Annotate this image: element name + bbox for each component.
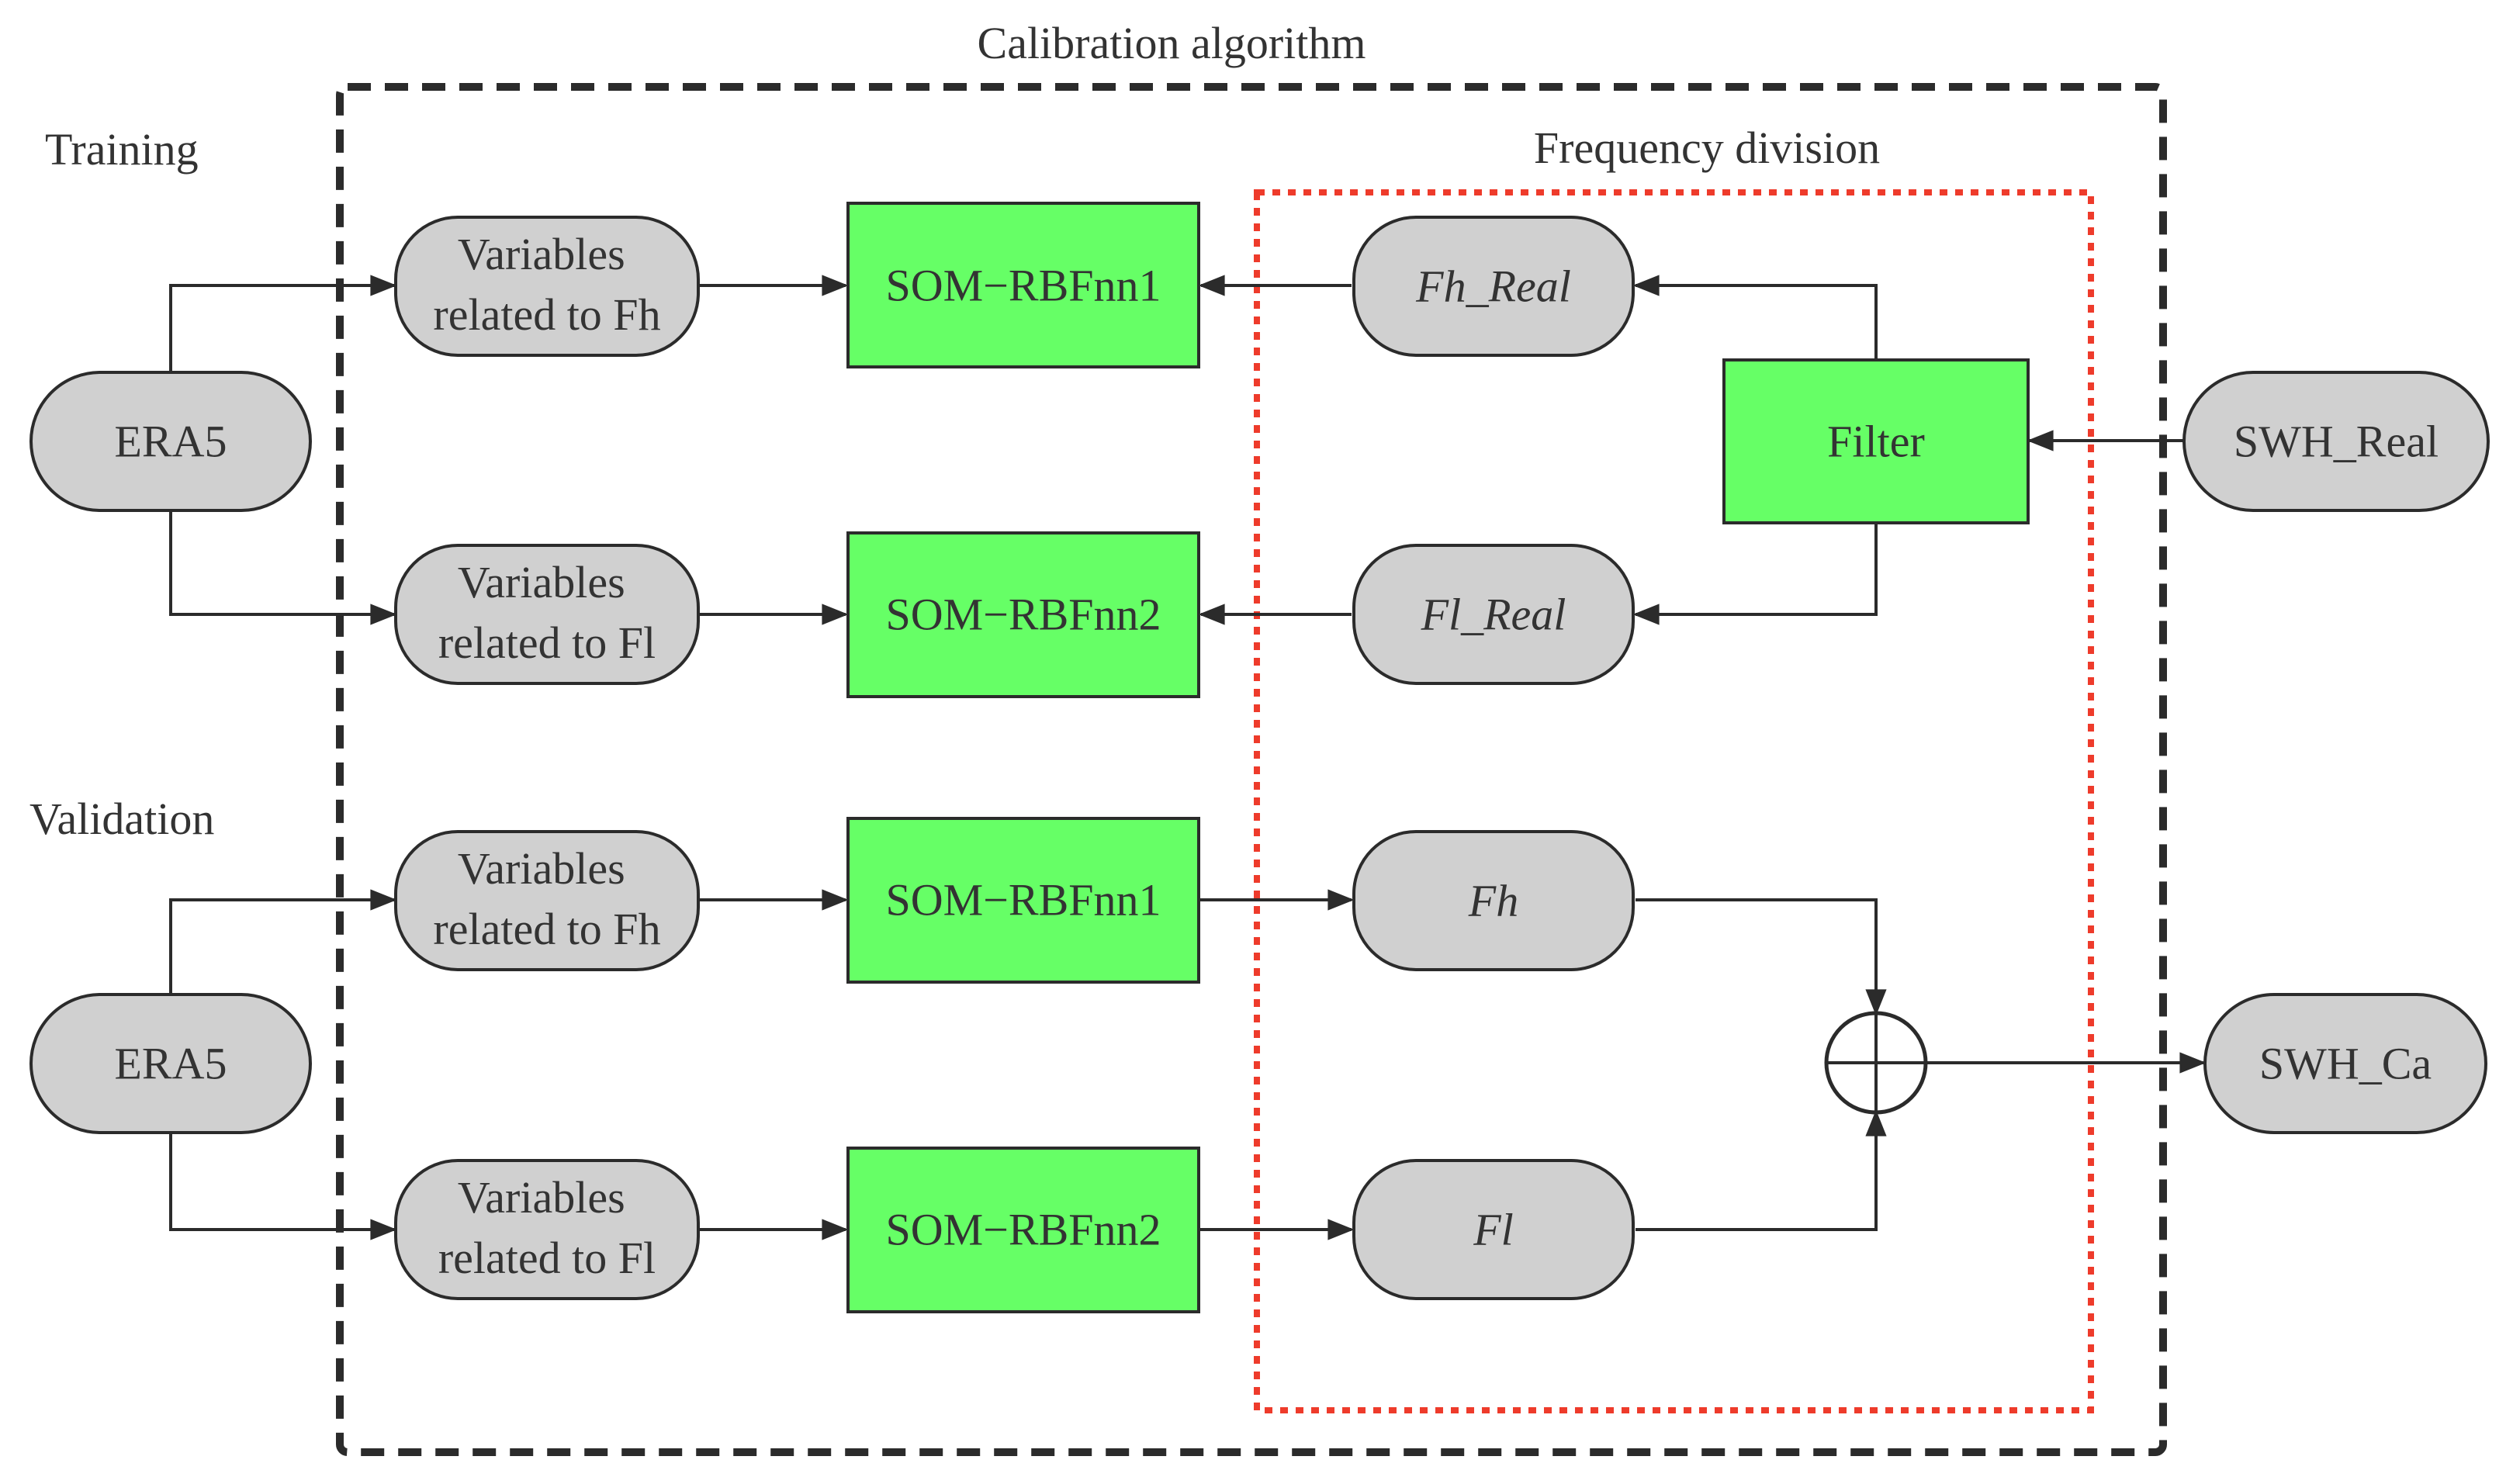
- vars-fh-training-line2: related to Fh: [433, 289, 660, 340]
- vars-fh-validation-line2: related to Fh: [433, 904, 660, 954]
- vars-fl-validation-line2: related to Fl: [438, 1233, 656, 1283]
- fh-real-node: Fh_Real: [1352, 216, 1635, 357]
- fl-real-node: Fl_Real: [1352, 544, 1635, 685]
- swh-ca-label: SWH_Ca: [2259, 1039, 2432, 1089]
- validation-label: Validation: [29, 794, 214, 844]
- edge-filter-to-fl-real: [1632, 523, 1878, 625]
- edge-era5-to-vars-fl-validation: [169, 1133, 397, 1240]
- edge-filter-to-fh-real: [1632, 275, 1878, 358]
- frequency-division-label: Frequency division: [1534, 123, 1880, 173]
- fh-label: Fh: [1468, 876, 1518, 926]
- era5-validation-label: ERA5: [115, 1039, 227, 1089]
- fl-node: Fl: [1352, 1159, 1635, 1300]
- training-label: Training: [45, 124, 199, 175]
- vars-fl-training-line1: Variables: [458, 557, 625, 607]
- som-rbfnn1-training-node: SOM−RBFnn1: [846, 202, 1200, 368]
- vars-fl-training-node: Variables related to Fl: [394, 544, 700, 685]
- edge-era5-to-vars-fl-training: [169, 510, 397, 625]
- summation-node: [1824, 1011, 1928, 1115]
- swh-real-label: SWH_Real: [2234, 417, 2439, 467]
- swh-real-node: SWH_Real: [2182, 371, 2490, 512]
- svg-text:Variables related to Fh: Variables related to Fh: [433, 229, 660, 340]
- era5-training-node: ERA5: [29, 371, 312, 512]
- era5-validation-node: ERA5: [29, 993, 312, 1134]
- fh-node: Fh: [1352, 830, 1635, 971]
- fl-real-label: Fl_Real: [1421, 590, 1566, 640]
- vars-fl-validation-node: Variables related to Fl: [394, 1159, 700, 1300]
- vars-fh-training-node: Variables related to Fh: [394, 216, 700, 357]
- frequency-division-frame: [1254, 189, 2094, 1413]
- edge-fh-to-sum: [1636, 898, 1887, 1016]
- svg-text:Variables related to Fl: Variables related to Fl: [438, 1172, 656, 1283]
- edge-era5-to-vars-fh-validation: [169, 889, 397, 995]
- filter-node: Filter: [1722, 358, 2030, 524]
- som-rbfnn1-validation-node: SOM−RBFnn1: [846, 817, 1200, 984]
- vars-fh-validation-line1: Variables: [458, 843, 625, 894]
- vars-fh-validation-node: Variables related to Fh: [394, 830, 700, 971]
- som-rbfnn2-validation-node: SOM−RBFnn2: [846, 1147, 1200, 1313]
- vars-fl-validation-line1: Variables: [458, 1172, 625, 1223]
- fh-real-label: Fh_Real: [1415, 261, 1571, 312]
- calibration-algorithm-frame: [336, 83, 2167, 1456]
- vars-fl-training-line2: related to Fl: [438, 617, 656, 668]
- era5-training-label: ERA5: [115, 417, 227, 467]
- som-rbfnn2-training-label: SOM−RBFnn2: [885, 590, 1161, 640]
- som-rbfnn2-training-node: SOM−RBFnn2: [846, 531, 1200, 698]
- som-rbfnn1-validation-label: SOM−RBFnn1: [885, 875, 1161, 925]
- swh-ca-node: SWH_Ca: [2203, 993, 2487, 1134]
- edge-era5-to-vars-fh-training: [169, 275, 397, 372]
- svg-text:Variables related to Fl: Variables related to Fl: [438, 557, 656, 668]
- fl-label: Fl: [1473, 1205, 1514, 1255]
- som-rbfnn1-training-label: SOM−RBFnn1: [885, 261, 1161, 311]
- filter-label: Filter: [1827, 417, 1925, 467]
- vars-fh-training-line1: Variables: [458, 229, 625, 279]
- som-rbfnn2-validation-label: SOM−RBFnn2: [885, 1205, 1161, 1255]
- calibration-algorithm-label: Calibration algorithm: [978, 18, 1366, 68]
- edge-fl-to-sum: [1636, 1109, 1887, 1231]
- svg-text:Variables related to Fh: Variables related to Fh: [433, 843, 660, 954]
